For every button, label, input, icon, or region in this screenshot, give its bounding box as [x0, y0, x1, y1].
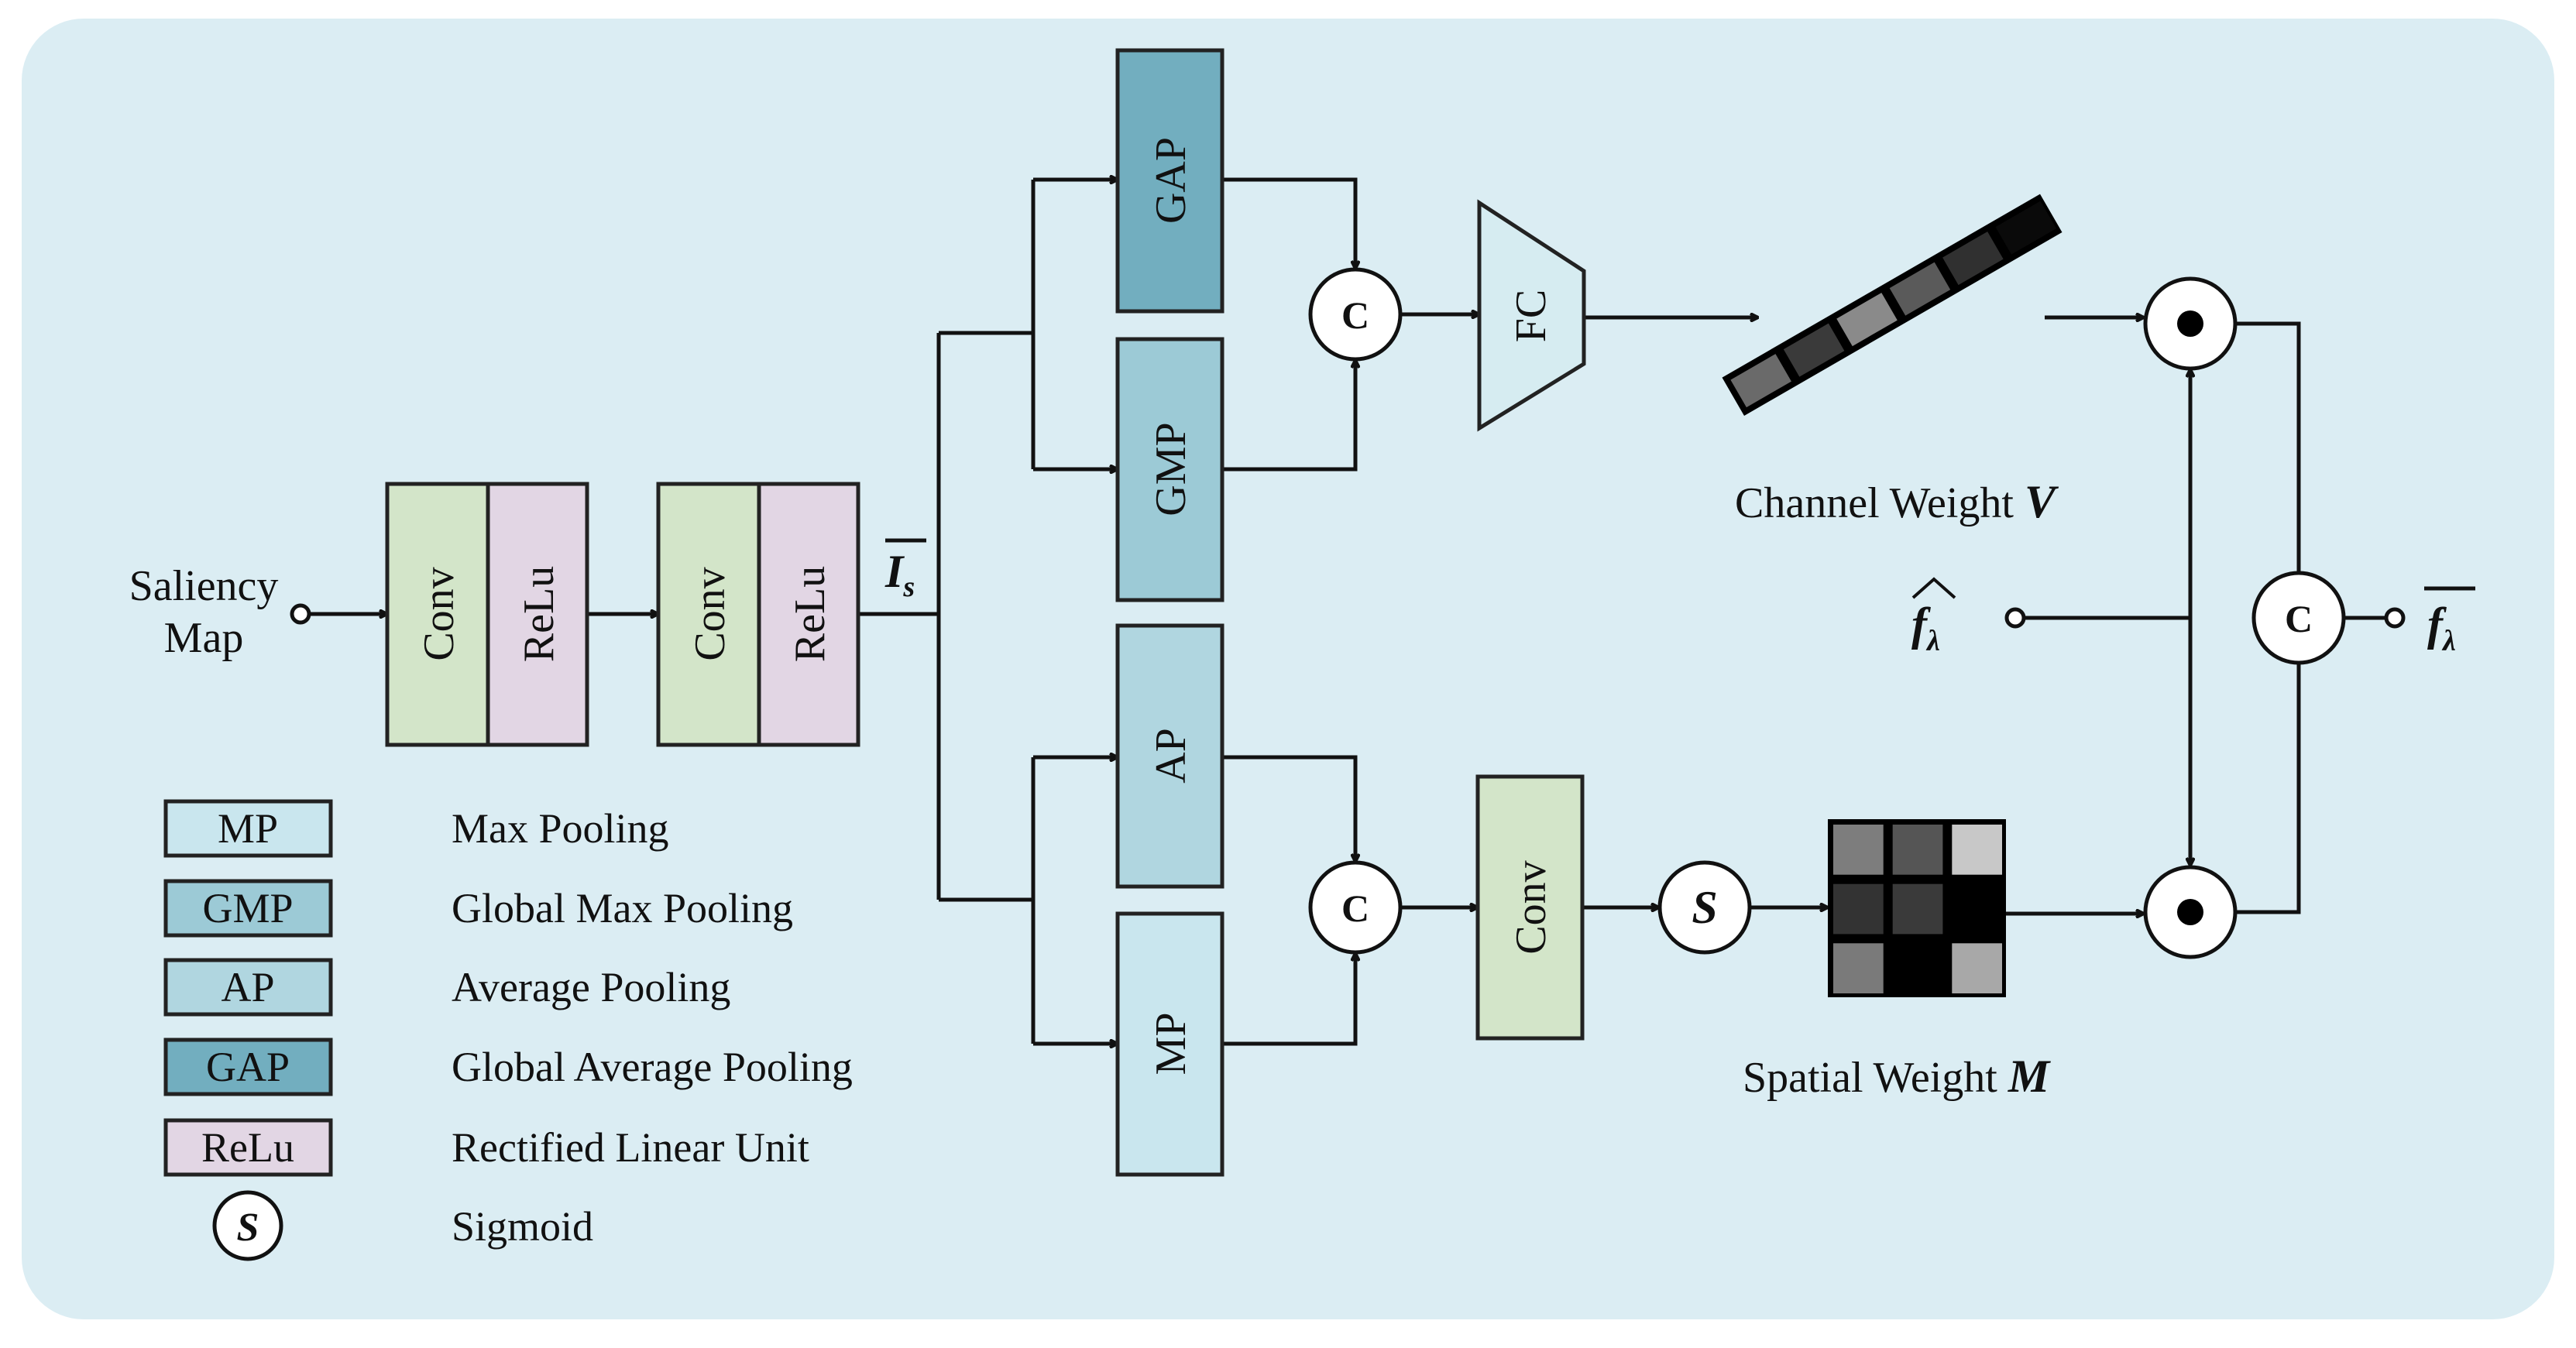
legend-desc-mp: Max Pooling	[452, 805, 669, 852]
concat-symbol-bottom: C	[1341, 887, 1369, 930]
spatial-weight-cell	[1833, 883, 1884, 935]
mp-block	[1115, 911, 1224, 1177]
channel-weight-cell	[1836, 293, 1898, 347]
legend-key-gmp: GMP	[202, 885, 293, 931]
channel-weight-cell	[1730, 354, 1791, 408]
multiply-node-top	[2143, 276, 2238, 371]
legend-item-gap: GAP Global Average Pooling	[163, 1038, 853, 1096]
legend-desc-gmp: Global Max Pooling	[452, 885, 793, 931]
is-symbol: Is	[884, 546, 915, 603]
channel-weight-cell	[1889, 262, 1951, 316]
relu-block-2	[757, 482, 860, 747]
spatial-weight-cells	[1833, 825, 2002, 993]
gap-label: GAP	[1147, 137, 1195, 224]
spatial-weight-grid	[1828, 819, 2006, 997]
channel-weight-cell	[1995, 201, 2057, 255]
conv-block-3: Conv	[1475, 774, 1585, 1041]
legend-desc-ap: Average Pooling	[452, 964, 730, 1010]
legend-item-gmp: GMP Global Max Pooling	[163, 879, 793, 938]
fc-layer: FC	[1477, 199, 1586, 432]
concat-node-bottom: C	[1308, 860, 1403, 955]
spatial-weight-cell	[1833, 943, 1884, 993]
relu-block-1	[486, 482, 589, 747]
ap-block	[1115, 623, 1224, 889]
conv-label-2: Conv	[686, 567, 734, 660]
relu-label-2: ReLu	[786, 566, 834, 662]
gap-block	[1115, 48, 1224, 314]
spatial-weight-cell	[1892, 883, 1943, 935]
channel-weight-cell	[1783, 323, 1845, 377]
fc-label: FC	[1507, 290, 1555, 343]
conv-relu-block-2: Conv ReLu	[656, 482, 860, 747]
conv-label-3: Conv	[1507, 860, 1555, 954]
legend-desc-sigmoid: Sigmoid	[452, 1203, 593, 1250]
conv-relu-block-1: Conv ReLu	[385, 482, 589, 747]
legend-item-sigmoid: S Sigmoid	[212, 1190, 593, 1261]
saliency-map-input: Saliency Map	[129, 562, 311, 662]
pooling-blocks: GAP GMP AP MP	[1115, 48, 1224, 1177]
spatial-weight-label: Spatial Weight M	[1743, 1051, 2052, 1102]
ap-label: AP	[1147, 728, 1195, 784]
saliency-map-label-line1: Saliency	[129, 562, 279, 610]
channel-weight-cells	[1730, 201, 2057, 408]
multiply-node-bottom	[2143, 865, 2238, 959]
is-feature-label: Is	[884, 538, 926, 603]
legend-item-relu: ReLu Rectified Linear Unit	[163, 1118, 809, 1177]
input-port	[290, 603, 311, 625]
saliency-map-label-line2: Map	[164, 614, 244, 662]
channel-weight-strip	[1722, 194, 2063, 416]
mp-label: MP	[1147, 1013, 1195, 1075]
gmp-label: GMP	[1147, 422, 1195, 516]
f-hat-port	[2004, 607, 2026, 629]
legend-key-relu: ReLu	[201, 1124, 294, 1171]
legend-key-mp: MP	[218, 805, 278, 852]
conv-label-1: Conv	[415, 567, 463, 660]
sigmoid-symbol: S	[1692, 882, 1717, 933]
legend-key-ap: AP	[221, 964, 274, 1010]
legend-desc-gap: Global Average Pooling	[452, 1044, 853, 1090]
channel-weight-label: Channel Weight V	[1735, 476, 2059, 527]
spatial-weight-cell	[1952, 825, 2002, 875]
f-bar-output: fλ	[2384, 586, 2475, 657]
spatial-weight-cell	[1892, 825, 1943, 875]
concat-node-output: C	[2251, 571, 2346, 665]
legend-item-mp: MP Max Pooling	[163, 799, 669, 858]
concat-symbol-output: C	[2285, 597, 2313, 640]
output-port	[2384, 607, 2406, 629]
legend-key-gap: GAP	[206, 1044, 290, 1090]
conv-block-2	[656, 482, 761, 747]
spatial-weight-cell	[1952, 943, 2002, 993]
concat-node-top: C	[1308, 267, 1403, 362]
legend-item-ap: AP Average Pooling	[163, 958, 730, 1017]
concat-symbol-top: C	[1341, 293, 1369, 337]
sigmoid-node: S	[1657, 860, 1752, 955]
gmp-block	[1115, 337, 1224, 602]
conv-block-1	[385, 482, 490, 747]
spatial-weight-cell	[1952, 883, 2002, 935]
spatial-weight-cell	[1892, 943, 1943, 993]
channel-weight-cell	[1942, 232, 2004, 286]
relu-label-1: ReLu	[515, 566, 563, 662]
legend-desc-relu: Rectified Linear Unit	[452, 1124, 809, 1171]
legend-key-sigmoid: S	[237, 1206, 259, 1250]
spatial-weight-cell	[1833, 825, 1884, 875]
legend: MP Max Pooling GMP Global Max Pooling AP…	[163, 799, 853, 1261]
connection-wires	[308, 180, 2387, 1044]
